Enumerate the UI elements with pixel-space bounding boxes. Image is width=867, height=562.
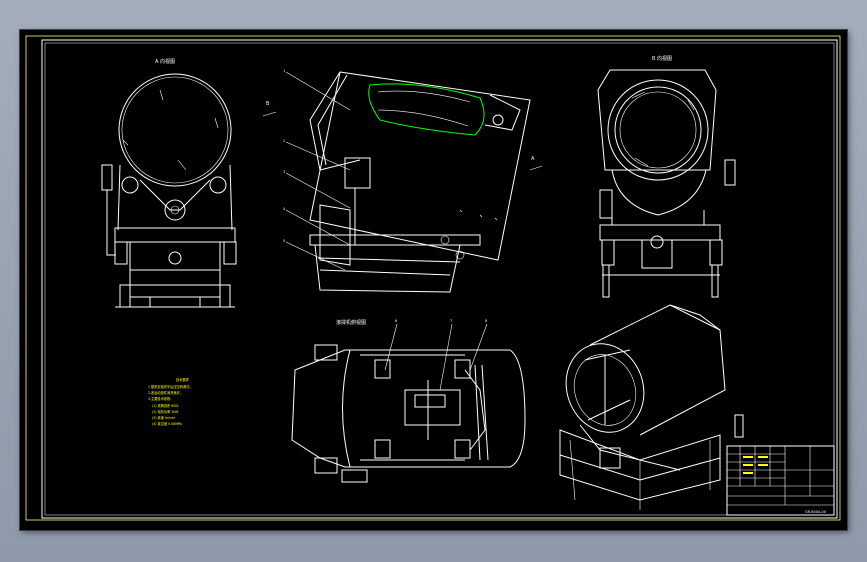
top-view[interactable]: 滚揉机俯视图 6 7 8 [291, 319, 526, 483]
rear-view[interactable]: B 向视图 [597, 55, 736, 298]
outer-border [25, 35, 841, 521]
notes-line-4: (1) 滚筒容积 600L [152, 403, 179, 408]
side-marker-a: A [531, 156, 535, 162]
svg-text:2: 2 [283, 139, 285, 143]
side-view[interactable]: B A 1 2 3 4 [262, 69, 543, 293]
notes-heading: 技术要求 [176, 377, 190, 382]
drum-window-highlight [368, 83, 485, 136]
rear-view-title: B 向视图 [652, 55, 672, 62]
notes-line-6: (3) 转速 9r/min [152, 415, 175, 420]
isometric-view[interactable] [554, 304, 744, 510]
drawing-sheet: A 向视图 B A [25, 35, 841, 521]
svg-text:8: 8 [485, 319, 487, 323]
svg-text:6: 6 [395, 319, 397, 323]
svg-text:4: 4 [283, 207, 286, 211]
drawing-number: GR-600A-00 [805, 510, 826, 514]
top-view-leaders: 6 7 8 [384, 319, 488, 391]
notes-line-7: (4) 真空度 0.08MPa [152, 421, 182, 426]
inner-border [41, 39, 838, 519]
cad-drawing-canvas[interactable]: A 向视图 B A [20, 30, 847, 530]
svg-text:5: 5 [283, 239, 285, 243]
notes-line-3: 3.主要技术参数： [148, 396, 173, 401]
technical-notes: 技术要求 1.整机安装完毕后应空转调试。 2.各运动部件润滑良好。 3.主要技术… [148, 377, 192, 426]
notes-line-5: (2) 电机功率 3kW [152, 409, 179, 414]
top-view-title: 滚揉机俯视图 [336, 319, 366, 326]
notes-line-1: 1.整机安装完毕后应空转调试。 [148, 384, 192, 389]
side-marker-b: B [266, 101, 270, 107]
title-block[interactable]: GR-600A-00 [726, 445, 835, 516]
front-view[interactable]: A 向视图 [101, 58, 237, 308]
svg-text:7: 7 [450, 319, 452, 323]
notes-line-2: 2.各运动部件润滑良好。 [148, 390, 183, 395]
svg-text:3: 3 [283, 170, 285, 174]
balloon-leaders: 1 2 3 4 5 [283, 69, 351, 271]
front-view-title: A 向视图 [155, 58, 175, 65]
svg-text:1: 1 [283, 69, 285, 73]
